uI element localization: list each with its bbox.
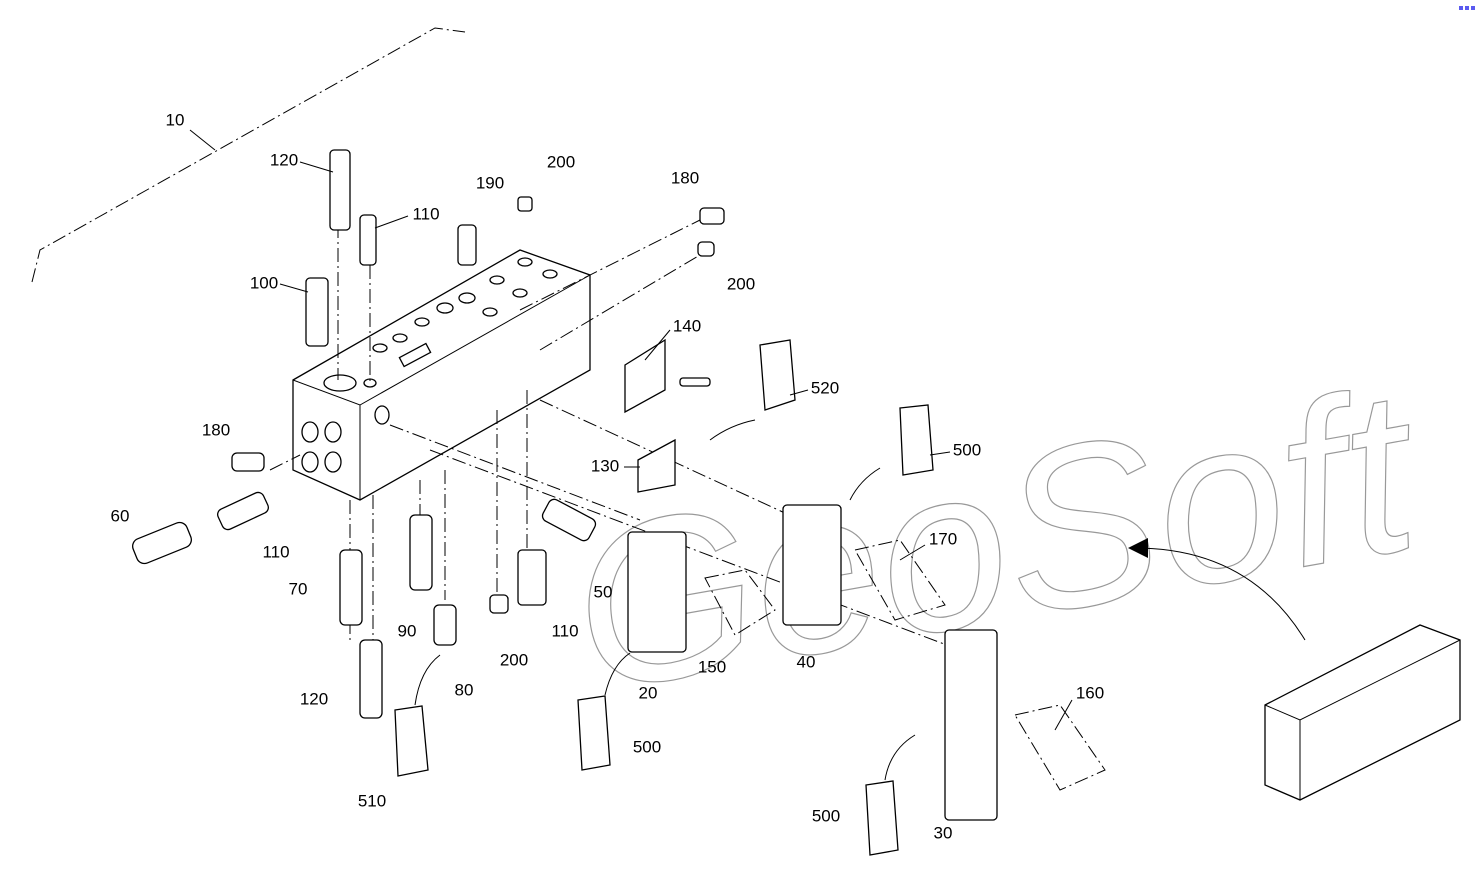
leader-lines: [279, 161, 1073, 731]
label-170: 170: [929, 529, 957, 548]
label-110: 110: [262, 542, 289, 561]
lubricant-markers: [394, 339, 934, 856]
valve-120-bottom: [359, 639, 383, 719]
fitting-180-top: [699, 207, 725, 225]
corner-toolbar[interactable]: [1459, 6, 1475, 10]
label-30: 30: [934, 823, 953, 842]
screw-set-150: [704, 569, 776, 636]
components: [132, 149, 1106, 821]
valve-block: [292, 249, 591, 501]
label-500: 500: [633, 737, 661, 756]
more-icon[interactable]: [1465, 6, 1469, 10]
label-110: 110: [551, 621, 578, 640]
label-40: 40: [797, 652, 816, 671]
label-20: 20: [639, 683, 658, 702]
valve-80: [433, 604, 457, 646]
valve-70: [339, 549, 363, 626]
label-100: 100: [250, 273, 278, 292]
label-60: 60: [111, 506, 130, 525]
screw-140: [679, 377, 711, 387]
assembly-boundary: [31, 27, 466, 283]
valve-120-top: [329, 149, 351, 231]
label-140: 140: [673, 316, 701, 335]
plug-200-top: [517, 196, 533, 212]
label-10: 10: [166, 110, 185, 129]
label-150: 150: [698, 657, 726, 676]
plate-140: [624, 338, 666, 414]
view-toggle-icon[interactable]: [1459, 6, 1463, 10]
assembled-valve-thumbnail: [1264, 624, 1461, 801]
plate-130: [637, 438, 676, 493]
label-160: 160: [1076, 683, 1104, 702]
sensor-110-top: [359, 214, 377, 266]
label-200: 200: [547, 152, 575, 171]
plug-200-bottom: [489, 594, 509, 614]
label-200: 200: [500, 650, 528, 669]
valve-90: [409, 514, 433, 591]
label-180: 180: [671, 168, 699, 187]
label-120: 120: [270, 150, 298, 169]
label-520: 520: [811, 378, 839, 397]
part-labels: 10 120 110 190 200 180 200 100 140 520 1…: [111, 110, 1105, 842]
solenoid-40: [782, 504, 842, 626]
solenoid-20: [627, 531, 687, 653]
label-180: 180: [202, 420, 230, 439]
fitting-60: [132, 521, 192, 565]
more-icon[interactable]: [1471, 6, 1475, 10]
label-120: 120: [300, 689, 328, 708]
label-90: 90: [398, 621, 417, 640]
fitting-50: [541, 498, 597, 542]
sensor-110-left: [217, 491, 269, 531]
label-190: 190: [476, 173, 504, 192]
label-80: 80: [455, 680, 474, 699]
direction-arrows: [414, 419, 1306, 781]
screw-set-170: [854, 539, 946, 621]
assembly-axes: [269, 200, 961, 651]
label-110: 110: [412, 204, 439, 223]
label-70: 70: [289, 579, 308, 598]
solenoid-30: [944, 629, 998, 821]
screw-set-160: [1014, 704, 1106, 791]
label-200: 200: [727, 274, 755, 293]
plug-190: [457, 224, 477, 266]
fitting-180-left: [231, 452, 265, 472]
label-50: 50: [594, 582, 613, 601]
label-130: 130: [591, 456, 619, 475]
valve-100: [305, 277, 329, 347]
label-510: 510: [358, 791, 386, 810]
label-500: 500: [812, 806, 840, 825]
plug-200-right: [697, 241, 715, 257]
label-500: 500: [953, 440, 981, 459]
sensor-110-bottom: [517, 549, 547, 606]
